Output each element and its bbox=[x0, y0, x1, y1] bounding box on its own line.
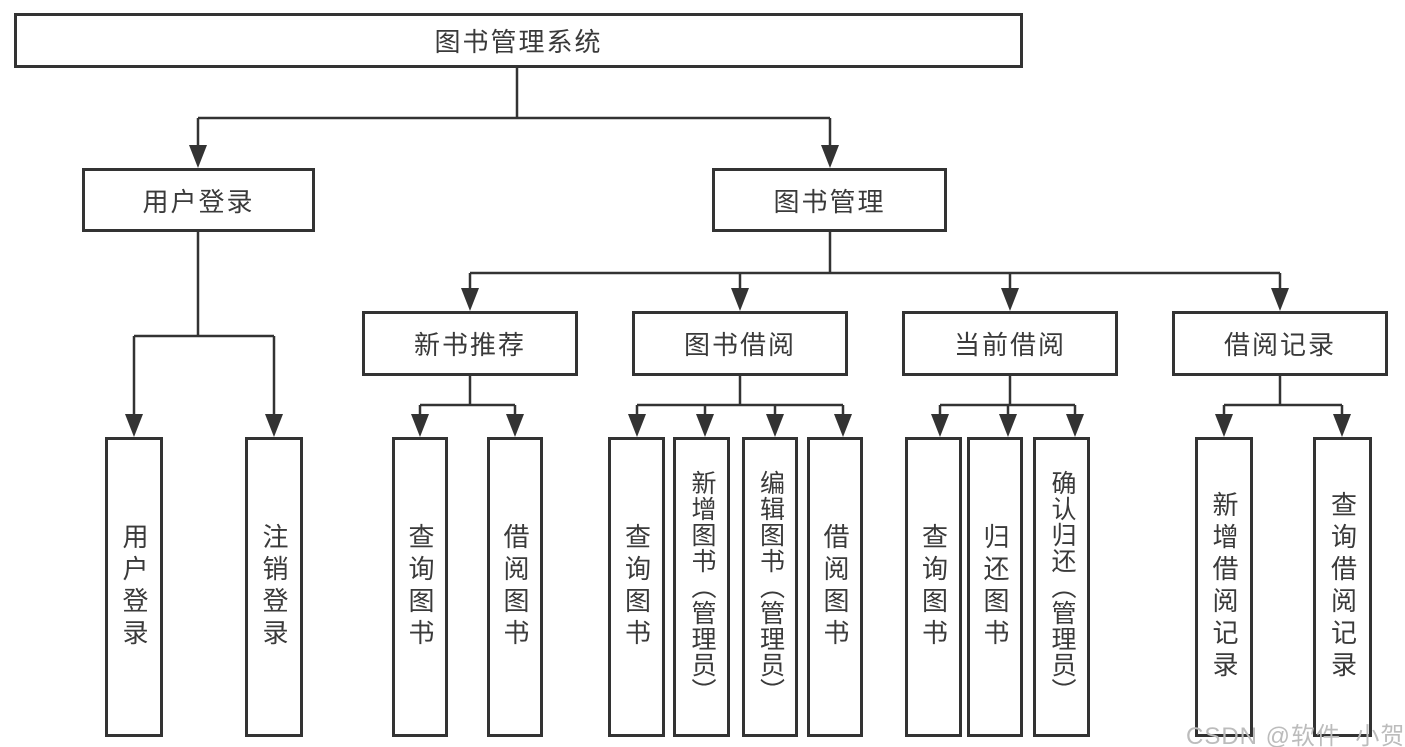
csdn-watermark: CSDN @软件_小贺同学 bbox=[1186, 723, 1405, 747]
node-label: 用户登录 bbox=[119, 523, 149, 651]
node-leaf-borrow-books-1: 借阅图书 bbox=[487, 437, 543, 737]
node-leaf-query-books-2: 查询图书 bbox=[608, 437, 665, 737]
node-label: 图书管理 bbox=[773, 186, 886, 217]
node-label: 编辑图书（管理员） bbox=[756, 470, 785, 704]
node-label: 借阅记录 bbox=[1223, 330, 1336, 360]
node-leaf-query-books-3: 查询图书 bbox=[905, 437, 962, 737]
node-label: 查询图书 bbox=[621, 523, 652, 651]
node-borrow-records: 借阅记录 bbox=[1172, 311, 1388, 376]
node-label: 借阅图书 bbox=[820, 523, 850, 651]
node-label: 图书借阅 bbox=[683, 330, 796, 360]
node-label: 归还图书 bbox=[980, 523, 1010, 651]
node-book-management-branch: 图书管理 bbox=[712, 168, 947, 232]
node-user-login-branch: 用户登录 bbox=[82, 168, 315, 232]
node-leaf-return-books: 归还图书 bbox=[967, 437, 1023, 737]
arrowheads bbox=[125, 145, 1351, 437]
node-book-borrow: 图书借阅 bbox=[632, 311, 848, 376]
node-leaf-user-login: 用户登录 bbox=[105, 437, 163, 737]
node-label: 注销登录 bbox=[259, 523, 289, 651]
node-leaf-query-books-1: 查询图书 bbox=[392, 437, 448, 737]
node-leaf-add-books-admin: 新增图书（管理员） bbox=[673, 437, 730, 737]
node-leaf-borrow-books-2: 借阅图书 bbox=[807, 437, 863, 737]
node-label: 新增借阅记录 bbox=[1209, 491, 1239, 683]
node-leaf-query-borrow-record: 查询借阅记录 bbox=[1313, 437, 1372, 737]
node-label: 当前借阅 bbox=[953, 330, 1066, 360]
node-leaf-logout: 注销登录 bbox=[245, 437, 303, 737]
node-label: 查询图书 bbox=[918, 523, 949, 651]
node-root-system: 图书管理系统 bbox=[14, 13, 1023, 68]
node-label: 借阅图书 bbox=[500, 523, 530, 651]
node-label: 用户登录 bbox=[142, 186, 255, 217]
node-leaf-add-borrow-record: 新增借阅记录 bbox=[1195, 437, 1253, 737]
node-label: 确认归还（管理员） bbox=[1048, 470, 1076, 704]
node-label: 图书管理系统 bbox=[434, 27, 603, 57]
node-label: 新增图书（管理员） bbox=[688, 470, 716, 704]
node-new-book-recommend: 新书推荐 bbox=[362, 311, 578, 376]
node-current-borrow: 当前借阅 bbox=[902, 311, 1118, 376]
node-leaf-confirm-return-admin: 确认归还（管理员） bbox=[1033, 437, 1090, 737]
node-leaf-edit-books-admin: 编辑图书（管理员） bbox=[742, 437, 798, 737]
node-label: 查询借阅记录 bbox=[1327, 491, 1358, 683]
node-label: 查询图书 bbox=[405, 523, 435, 651]
node-label: 新书推荐 bbox=[413, 330, 526, 360]
